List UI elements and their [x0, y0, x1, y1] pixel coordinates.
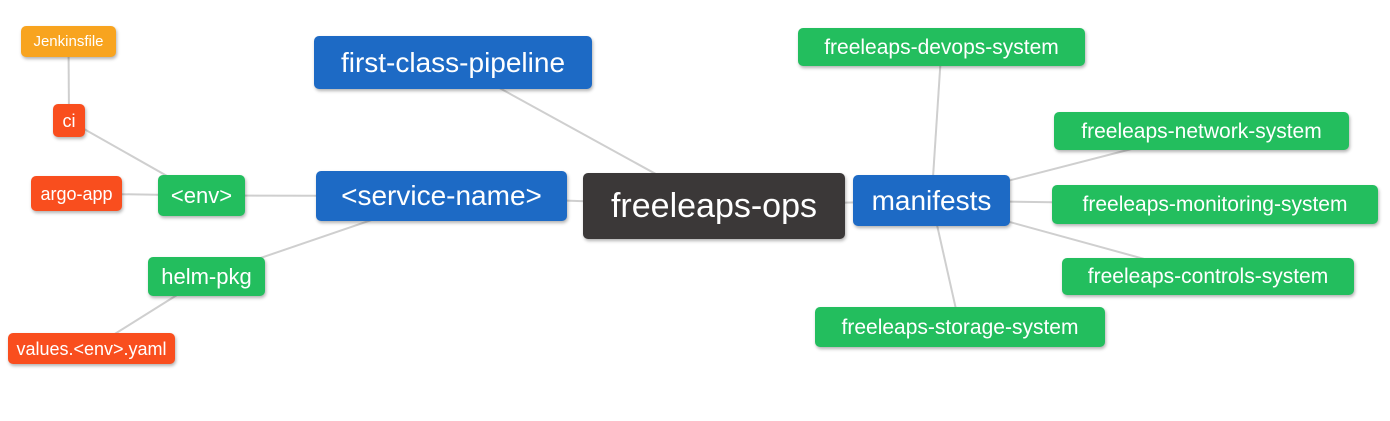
node-argo-app[interactable]: argo-app: [31, 176, 122, 211]
node-values-env-yaml[interactable]: values.<env>.yaml: [8, 333, 175, 364]
node-ci[interactable]: ci: [53, 104, 85, 137]
node-freeleaps-monitoring-system[interactable]: freeleaps-monitoring-system: [1052, 185, 1378, 224]
node-freeleaps-ops[interactable]: freeleaps-ops: [583, 173, 845, 239]
node-freeleaps-devops-system[interactable]: freeleaps-devops-system: [798, 28, 1085, 66]
edge-freeleaps-devops-system--manifests: [930, 46, 943, 201]
node-freeleaps-network-system[interactable]: freeleaps-network-system: [1054, 112, 1349, 150]
node-helm-pkg[interactable]: helm-pkg: [148, 257, 265, 296]
node-jenkinsfile[interactable]: Jenkinsfile: [21, 26, 116, 57]
node-freeleaps-storage-system[interactable]: freeleaps-storage-system: [815, 307, 1105, 347]
node-env[interactable]: <env>: [158, 175, 245, 216]
node-first-class-pipeline[interactable]: first-class-pipeline: [314, 36, 592, 89]
node-manifests[interactable]: manifests: [853, 175, 1010, 226]
node-freeleaps-controls-system[interactable]: freeleaps-controls-system: [1062, 258, 1354, 295]
node-service-name[interactable]: <service-name>: [316, 171, 567, 221]
